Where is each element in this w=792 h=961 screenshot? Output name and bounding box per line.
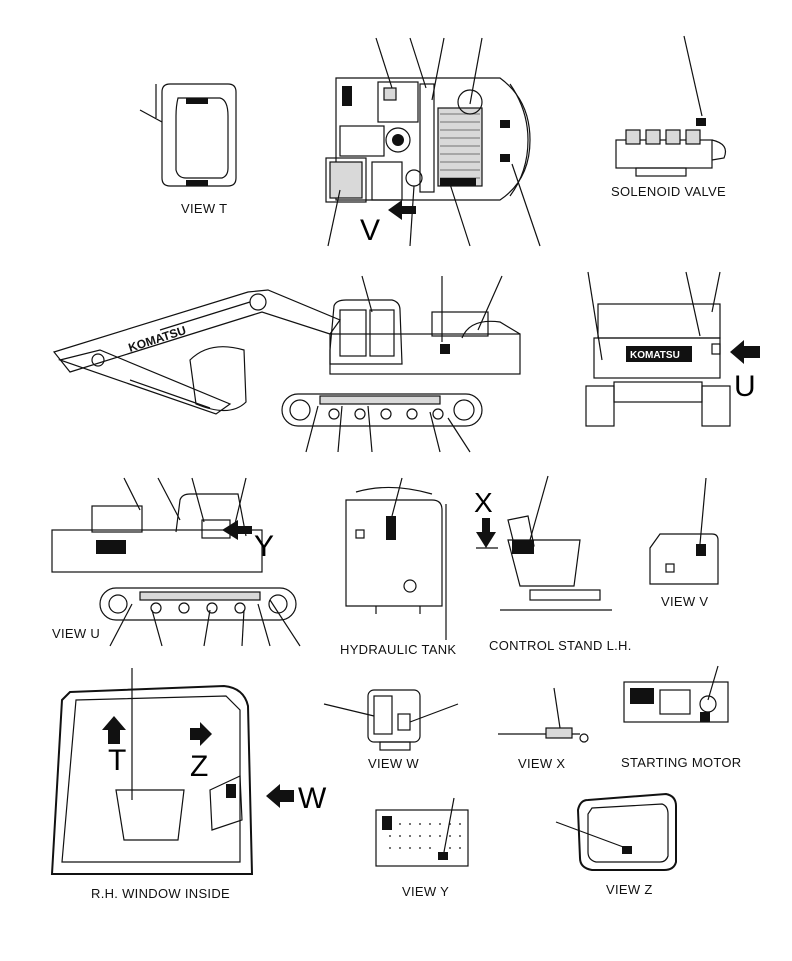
top-plan-view-drawing (325, 37, 541, 247)
letter-v-top: V (360, 214, 380, 247)
view-w-drawing (323, 689, 459, 751)
view-w-label: VIEW W (368, 756, 419, 771)
starting-motor-drawing (623, 665, 729, 723)
view-x-drawing (498, 687, 589, 743)
solenoid-valve-label: SOLENOID VALVE (611, 184, 726, 199)
letter-u-rear: U (734, 370, 756, 403)
hydraulic-tank-drawing (345, 477, 447, 640)
control-stand-drawing (476, 475, 612, 611)
letter-z-window: Z (190, 750, 208, 783)
letter-w-window: W (298, 782, 327, 815)
view-x-label: VIEW X (518, 756, 565, 771)
view-u-label: VIEW U (52, 626, 100, 641)
starting-motor-label: STARTING MOTOR (621, 755, 741, 770)
view-u-drawing (51, 477, 301, 647)
side-view-excavator-drawing: KOMATSU (52, 275, 521, 453)
view-v-label: VIEW V (661, 594, 708, 609)
view-y-label: VIEW Y (402, 884, 449, 899)
rear-brand: KOMATSU (630, 350, 680, 361)
view-t-label: VIEW T (181, 201, 227, 216)
rh-window-inside-drawing (50, 668, 294, 875)
letter-x-control: X (474, 487, 493, 518)
letter-y-viewu: Y (254, 530, 274, 563)
letter-t-window: T (108, 744, 126, 777)
view-z-drawing (555, 792, 677, 871)
rh-window-label: R.H. WINDOW INSIDE (91, 886, 230, 901)
rear-view-excavator-drawing: KOMATSU (585, 271, 760, 427)
solenoid-valve-drawing (615, 35, 727, 177)
view-y-drawing (375, 797, 469, 867)
view-z-label: VIEW Z (606, 882, 653, 897)
view-t-drawing (139, 83, 237, 187)
control-stand-label: CONTROL STAND L.H. (489, 638, 632, 653)
hydraulic-tank-label: HYDRAULIC TANK (340, 642, 456, 657)
boom-brand: KOMATSU (127, 323, 188, 355)
view-v-drawing (649, 477, 719, 585)
